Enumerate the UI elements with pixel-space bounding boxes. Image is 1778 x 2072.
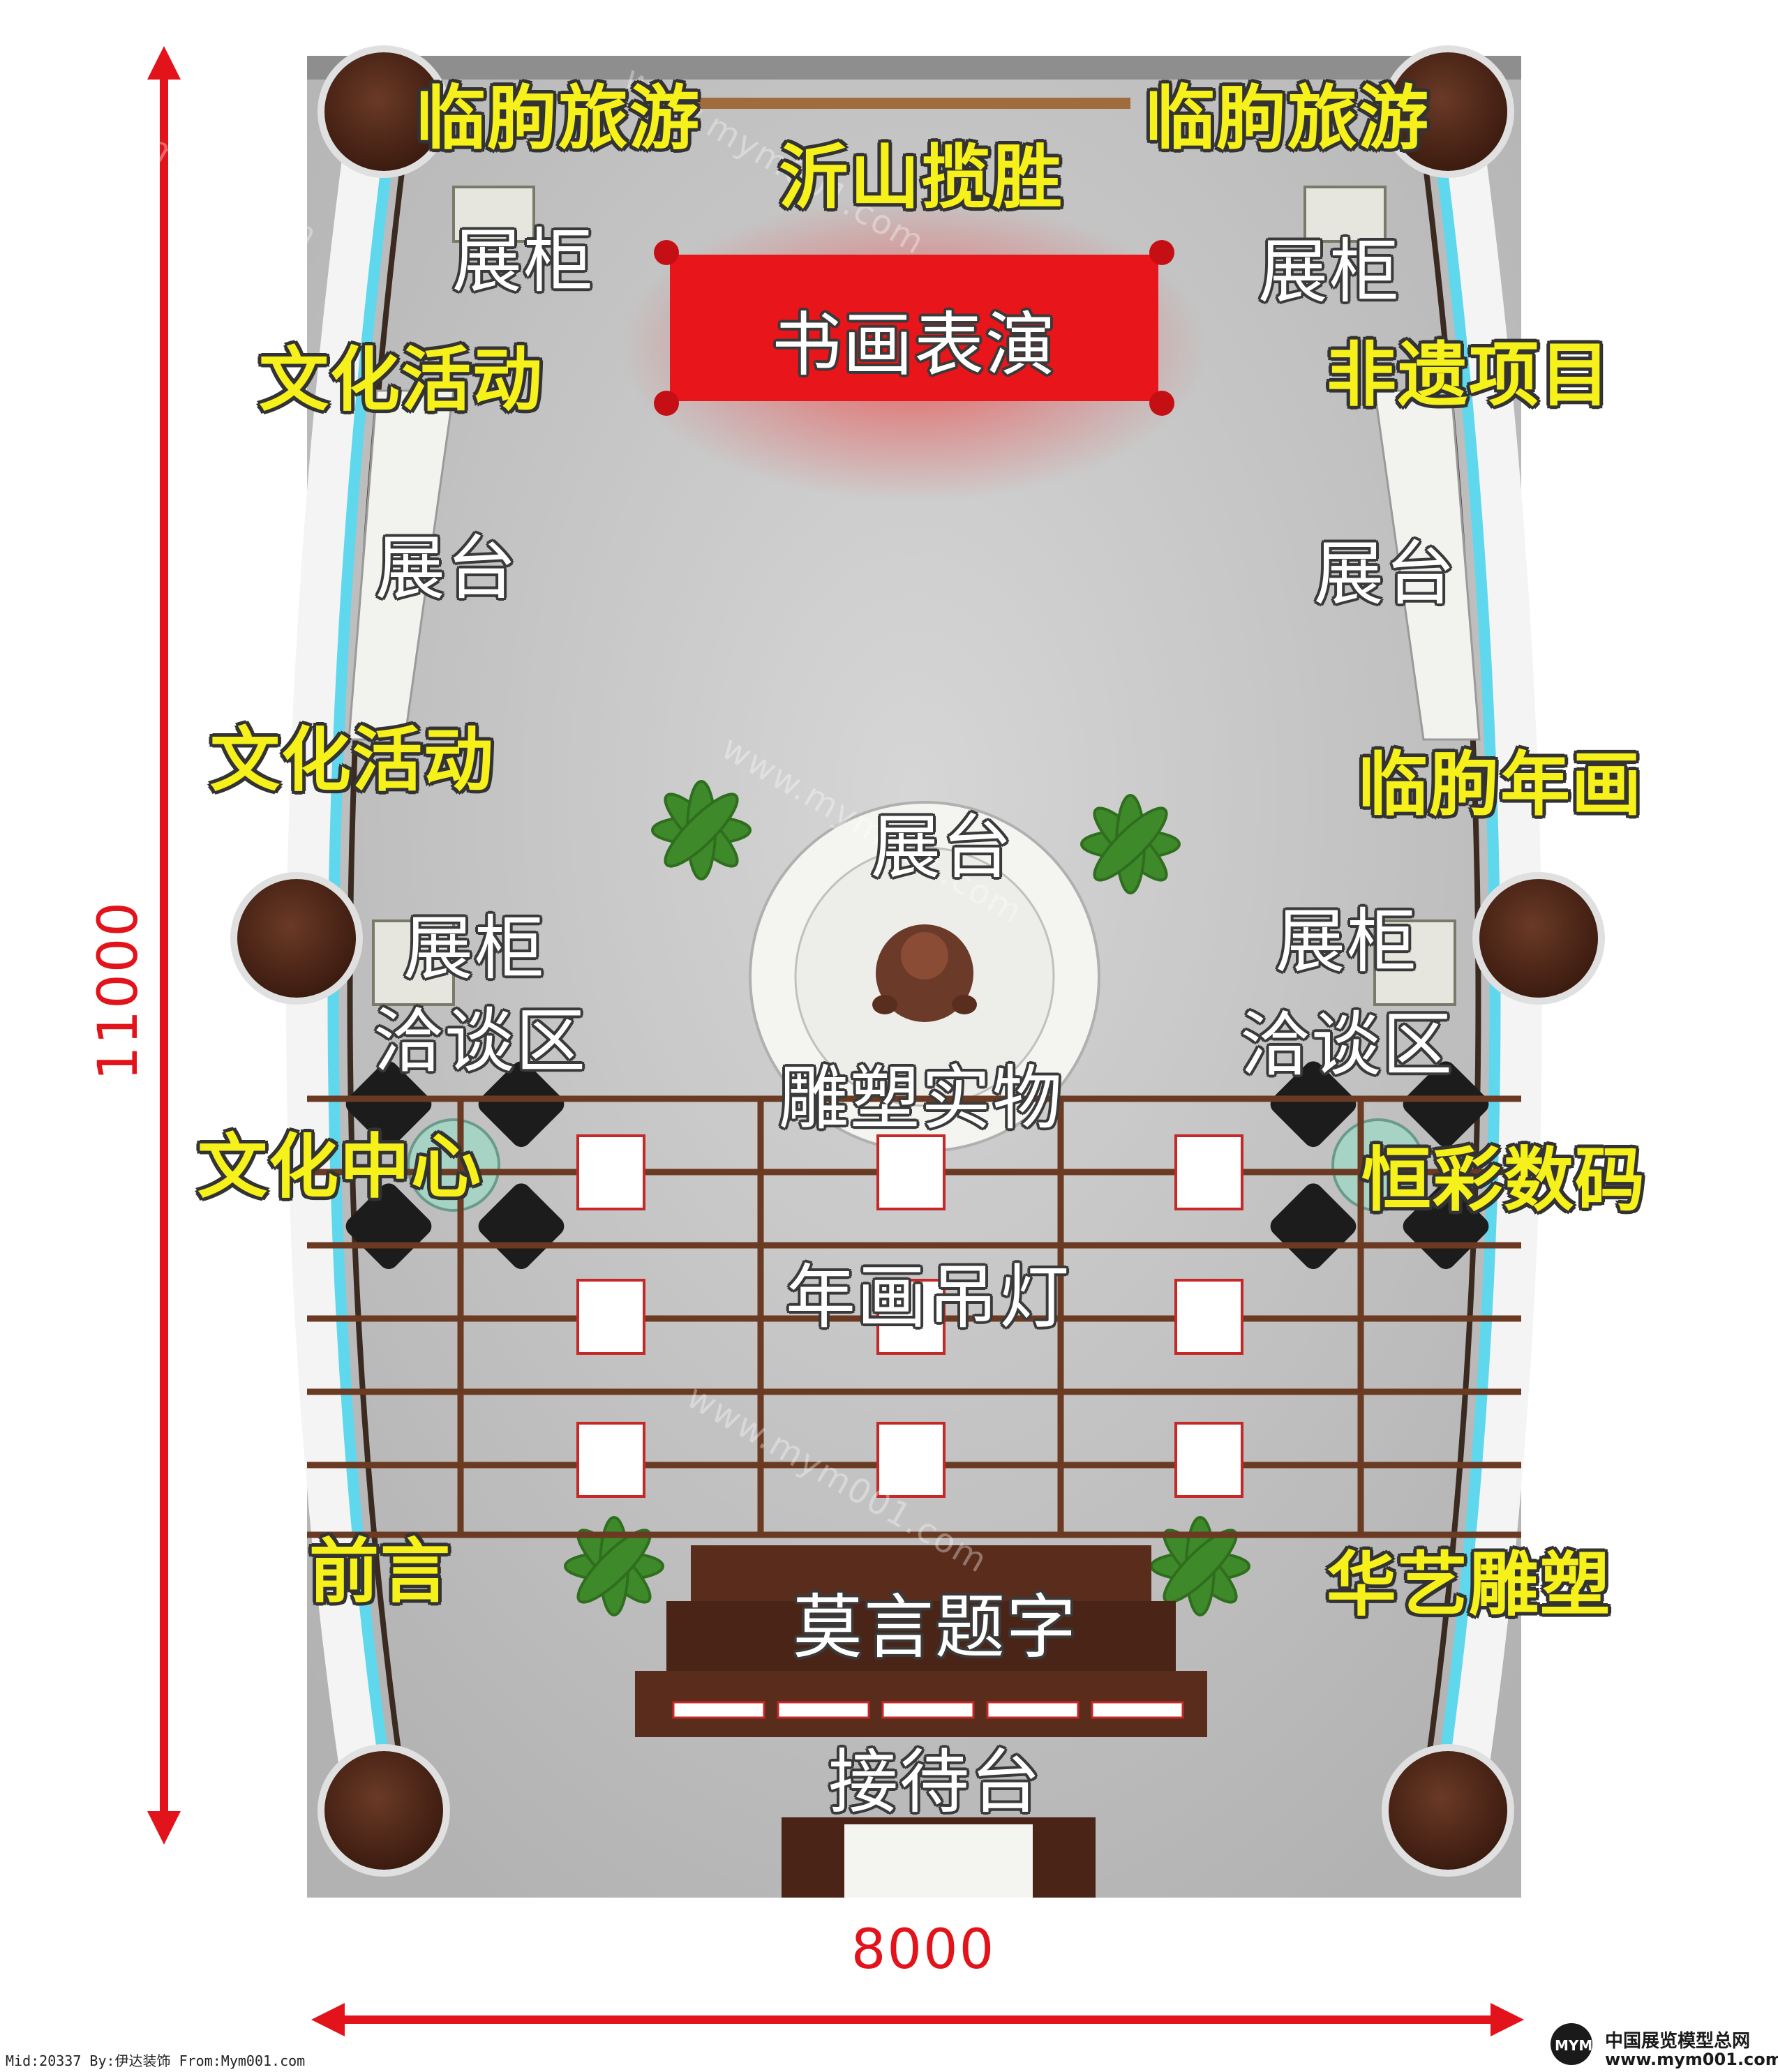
zone-preface: 前言 bbox=[309, 1531, 451, 1612]
back-wall-shelf bbox=[698, 98, 1130, 109]
platform-left-shape bbox=[348, 389, 455, 741]
zone-yishan-lansheng: 沂山揽胜 bbox=[779, 137, 1063, 218]
cabinet-top-left-box bbox=[452, 186, 535, 243]
zone-linqu-tour-right: 临朐旅游 bbox=[1145, 77, 1430, 159]
pillars bbox=[230, 45, 1605, 1877]
label-reception: 接待台 bbox=[828, 1741, 1042, 1823]
platform-right-shape bbox=[1373, 389, 1481, 741]
plants bbox=[564, 780, 1250, 1616]
width-dimension-label: 8000 bbox=[851, 1919, 996, 1981]
zone-culture-center: 文化中心 bbox=[197, 1126, 482, 1208]
label-moyan-inscription: 莫言题字 bbox=[793, 1586, 1077, 1668]
label-platform-right: 展台 bbox=[1314, 533, 1456, 615]
label-cabinet-top-left: 展柜 bbox=[452, 220, 595, 302]
lantern-panels bbox=[576, 1134, 1243, 1498]
inscription-lights bbox=[672, 1701, 1184, 1719]
back-wall bbox=[307, 56, 1521, 80]
zone-culture-event-top: 文化活动 bbox=[259, 339, 544, 421]
left-light-strip bbox=[327, 160, 393, 1787]
brand-logo-icon bbox=[1551, 2023, 1592, 2065]
cabinet-top-right-box bbox=[1303, 186, 1387, 243]
zone-hengcai-digital: 恒彩数码 bbox=[1361, 1139, 1646, 1221]
right-light-strip bbox=[1435, 160, 1501, 1787]
inscription-step-1 bbox=[691, 1545, 1151, 1601]
label-cabinet-mid-left: 展柜 bbox=[403, 908, 546, 989]
footer-credit: Mid:20337 By:伊达装饰 From:Mym001.com bbox=[6, 2052, 306, 2069]
cabinet-mid-left-box bbox=[372, 919, 455, 1006]
label-lanterns: 年画吊灯 bbox=[786, 1256, 1070, 1338]
calligraphy-table bbox=[670, 255, 1158, 401]
brand-logo-text: MYM bbox=[1555, 2037, 1593, 2054]
zone-culture-event-mid: 文化活动 bbox=[210, 719, 495, 801]
zone-heritage-projects: 非遗项目 bbox=[1327, 334, 1611, 416]
label-sculpture: 雕塑实物 bbox=[779, 1058, 1063, 1139]
zone-linqu-tour-left: 临朐旅游 bbox=[416, 77, 701, 159]
label-cabinet-top-right: 展柜 bbox=[1258, 231, 1400, 313]
sculpture-figure bbox=[872, 924, 977, 1022]
cabinet-mid-right-box bbox=[1373, 919, 1456, 1006]
label-cabinet-mid-right: 展柜 bbox=[1276, 901, 1418, 982]
zone-huayi-sculpture: 华艺雕塑 bbox=[1327, 1544, 1611, 1626]
label-lounge-left: 洽谈区 bbox=[373, 1000, 587, 1082]
reception-desk-top bbox=[844, 1824, 1033, 1898]
inscription-step-2 bbox=[666, 1601, 1176, 1671]
brand-url: www.mym001.com bbox=[1605, 2050, 1778, 2069]
label-lounge-right: 洽谈区 bbox=[1240, 1004, 1454, 1086]
label-platform-left: 展台 bbox=[375, 527, 518, 609]
label-calligraphy-show: 书画表演 bbox=[772, 304, 1056, 386]
zone-linqu-new-year-paintings: 临朐年画 bbox=[1358, 744, 1643, 825]
table-knots bbox=[654, 240, 1174, 416]
brand-name: 中国展览模型总网 bbox=[1605, 2031, 1751, 2052]
height-dimension-label: 11000 bbox=[87, 900, 150, 1081]
label-platform-center: 展台 bbox=[871, 806, 1013, 888]
